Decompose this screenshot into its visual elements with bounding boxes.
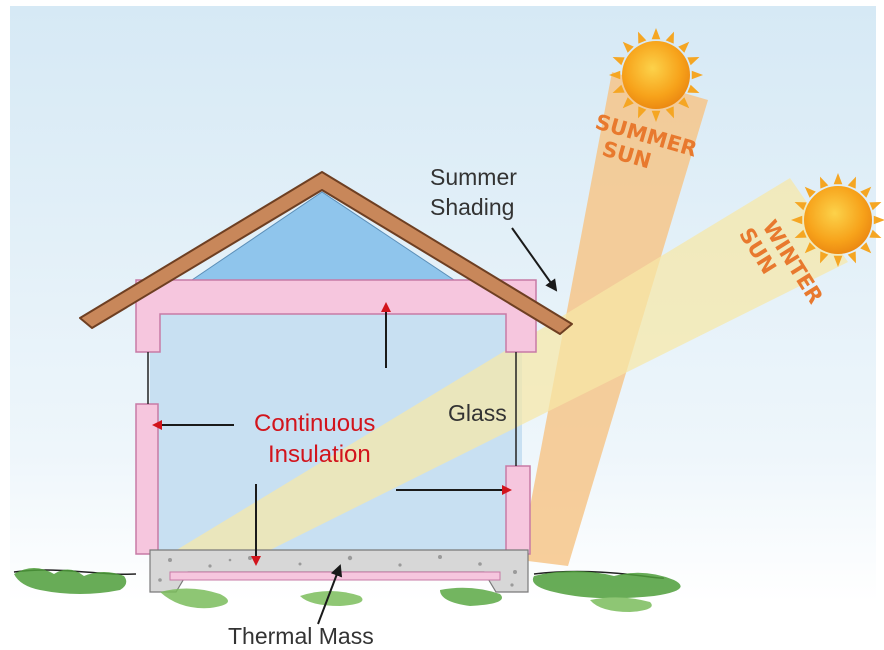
sun-ray bbox=[860, 242, 872, 254]
sun-core bbox=[804, 186, 872, 254]
thermal-mass-pointer bbox=[317, 564, 343, 625]
sun-ray bbox=[833, 255, 843, 267]
sun-ray bbox=[833, 173, 843, 185]
sun-ray bbox=[869, 229, 882, 238]
sun-ray bbox=[665, 31, 674, 44]
sun-ray bbox=[860, 186, 872, 198]
sun-ray bbox=[687, 57, 700, 66]
grass bbox=[14, 568, 681, 612]
sun-ray bbox=[691, 70, 703, 80]
sun-ray bbox=[794, 202, 807, 211]
winter-sun-icon bbox=[791, 173, 884, 267]
sun-ray bbox=[638, 31, 647, 44]
sun-ray bbox=[847, 251, 856, 264]
winter-sun-beam bbox=[160, 178, 848, 574]
sun-ray bbox=[665, 106, 674, 119]
summer-shading-label-line1: Summer bbox=[430, 164, 517, 190]
sun-ray bbox=[651, 110, 661, 122]
sun-ray bbox=[687, 84, 700, 93]
sun-ray bbox=[678, 97, 690, 109]
left-wall-insulation bbox=[135, 403, 159, 555]
sun-ray bbox=[820, 251, 829, 264]
thermal-mass-label: Thermal Mass bbox=[228, 623, 374, 649]
slab-speckles bbox=[158, 555, 517, 587]
sun-ray bbox=[820, 176, 829, 189]
sun-ray bbox=[638, 106, 647, 119]
continuous-insulation-label-line1: Continuous bbox=[254, 410, 375, 437]
summer-shading-label-line2: Shading bbox=[430, 194, 514, 220]
sun-ray bbox=[869, 202, 882, 211]
sun-ray bbox=[791, 215, 803, 225]
sun-ray bbox=[609, 70, 621, 80]
sun-ray bbox=[678, 41, 690, 53]
sun-core bbox=[622, 41, 690, 109]
sun-ray bbox=[873, 215, 884, 225]
sun-ray bbox=[612, 84, 625, 93]
sun-ray bbox=[651, 28, 661, 40]
glass-label: Glass bbox=[448, 400, 507, 426]
sun-ray bbox=[612, 57, 625, 66]
summer-shading-pointer bbox=[511, 227, 558, 292]
sun-ray bbox=[804, 186, 816, 198]
sun-ray bbox=[847, 176, 856, 189]
right-wall-insulation bbox=[505, 465, 531, 555]
sun-ray bbox=[622, 97, 634, 109]
sun-ray bbox=[794, 229, 807, 238]
sun-ray bbox=[804, 242, 816, 254]
sun-ray bbox=[622, 41, 634, 53]
continuous-insulation-label-line2: Insulation bbox=[268, 441, 371, 468]
summer-sun-icon bbox=[609, 28, 703, 122]
roof bbox=[79, 171, 573, 335]
